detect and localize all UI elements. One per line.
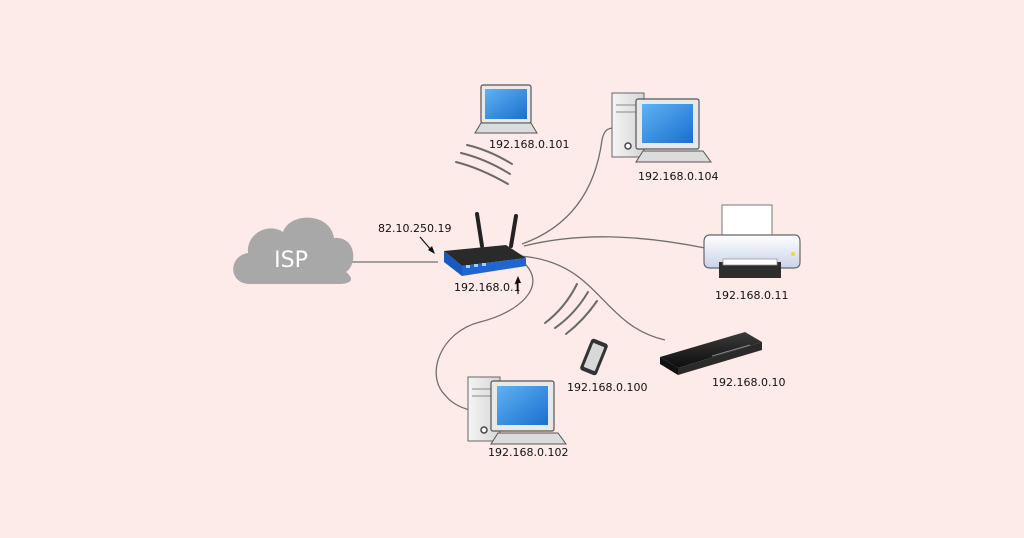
lan-arrow (515, 276, 521, 294)
router-to-desktop-104-wire (521, 127, 615, 245)
connections (350, 127, 706, 411)
router-wan-ip-label: 82.10.250.19 (378, 222, 451, 235)
desktop-computer-icon (611, 92, 712, 163)
laptop-icon (474, 84, 538, 134)
wireless-router-icon (444, 212, 526, 276)
isp-label: ISP (274, 248, 308, 273)
set-top-box-device: 192.168.0.10 (660, 332, 785, 389)
desktop-computer-icon (467, 376, 567, 445)
desktop-102-device: 192.168.0.102 (467, 376, 568, 459)
printer-icon (703, 204, 801, 278)
laptop-ip-label: 192.168.0.101 (489, 138, 569, 151)
smartphone-ip-label: 192.168.0.100 (567, 381, 647, 394)
router-to-settop-wire (519, 255, 666, 341)
laptop-device: 192.168.0.101 (455, 84, 569, 185)
cloud-icon (233, 217, 354, 284)
laptop-wireless-signal-icon (455, 144, 513, 185)
desktop-104-device: 192.168.0.104 (611, 92, 718, 183)
set-top-box-icon (660, 332, 762, 375)
isp-cloud: ISP (233, 217, 354, 284)
set-top-box-ip-label: 192.168.0.10 (712, 376, 785, 389)
smartphone-wireless-signal-icon (544, 283, 598, 335)
router-lan-ip-label: 192.168.0.1 (454, 281, 520, 294)
wireless-router: 82.10.250.19 192.168.0.1 (378, 212, 526, 294)
router-to-printer-wire (523, 236, 706, 249)
printer-device: 192.168.0.11 (703, 204, 801, 302)
desktop-102-ip-label: 192.168.0.102 (488, 446, 568, 459)
smartphone-icon (580, 338, 608, 376)
router-to-desktop-102-wire (435, 262, 534, 411)
printer-ip-label: 192.168.0.11 (715, 289, 788, 302)
wan-arrow (419, 236, 435, 254)
smartphone-device: 192.168.0.100 (544, 283, 647, 394)
desktop-104-ip-label: 192.168.0.104 (638, 170, 718, 183)
